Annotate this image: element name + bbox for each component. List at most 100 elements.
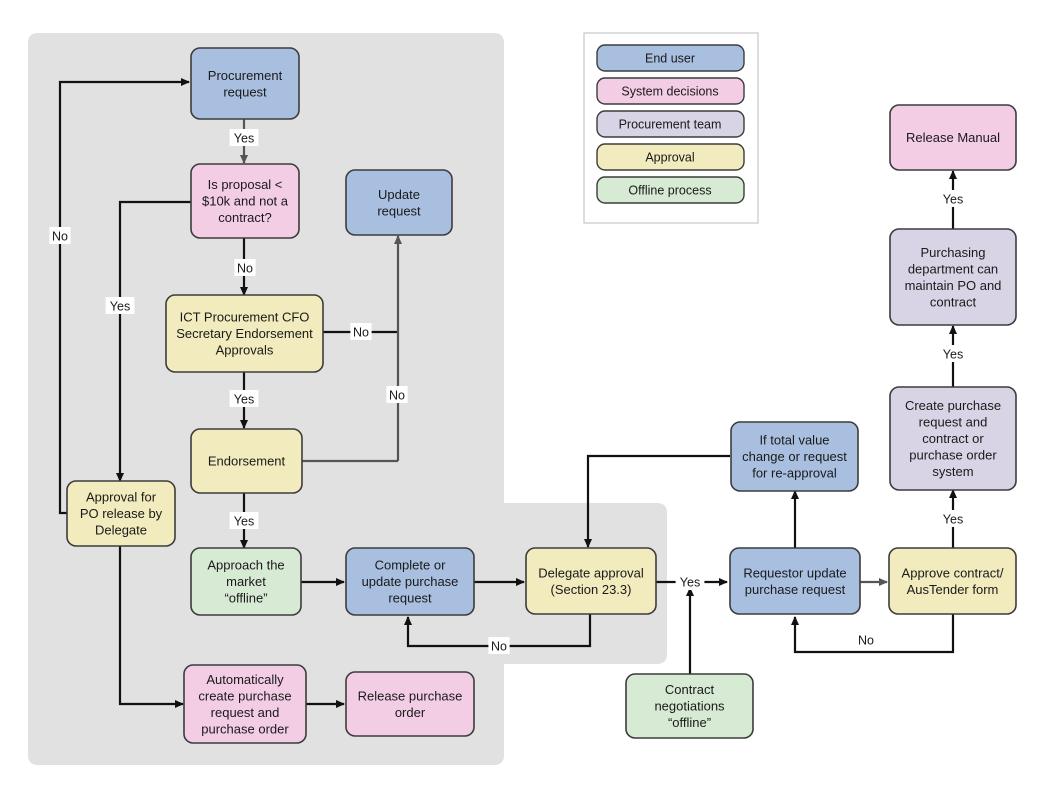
edge-label-bg xyxy=(234,259,256,276)
legend-label: End user xyxy=(645,52,695,66)
edge-po-release-to-request xyxy=(58,78,190,515)
node-label-line: Endorsement xyxy=(208,454,286,469)
edge-label-text: No xyxy=(353,326,369,340)
node-label-line: negotiations xyxy=(654,699,725,714)
node-box xyxy=(888,547,1017,615)
node-label-line: Approvals xyxy=(216,343,274,358)
node-endorsement: Endorsement xyxy=(190,428,303,494)
node-label-line: Automatically xyxy=(206,672,284,687)
edge-label-bg xyxy=(229,512,259,529)
legend-label: Approval xyxy=(645,151,694,165)
node-label-line: for re-approval xyxy=(752,466,837,481)
legend-label: Procurement team xyxy=(619,118,722,132)
edge-label-bg xyxy=(350,323,372,340)
label-po-release-to-request: No xyxy=(49,227,71,244)
node-label-line: Procurement xyxy=(208,68,283,83)
node-box xyxy=(190,428,303,494)
label-ict-to-update: No xyxy=(350,323,372,340)
node-label-line: Secretary Endorsement xyxy=(176,326,313,341)
legend-swatch xyxy=(596,110,745,138)
node-label-line: update purchase xyxy=(362,574,459,589)
legend-swatch xyxy=(596,143,745,171)
edge-label-text: Yes xyxy=(943,193,963,207)
node-label-line: contract or xyxy=(922,431,984,446)
node-box xyxy=(190,47,300,120)
edge-label-bg xyxy=(105,297,135,314)
edge-label-bg xyxy=(229,129,259,146)
node-box xyxy=(889,104,1017,171)
node-label-line: maintain PO and xyxy=(905,278,1002,293)
node-label-line: $10k and not a xyxy=(202,194,289,209)
node-label-line: system xyxy=(932,464,973,479)
node-label-line: Is proposal < xyxy=(208,177,283,192)
legend-label: System decisions xyxy=(621,85,718,99)
edge-label-text: No xyxy=(858,634,874,648)
node-box xyxy=(345,547,475,616)
edge-proposal-to-po-release xyxy=(116,200,191,482)
legend-swatch xyxy=(596,176,745,204)
node-approve-contract: Approve contract/AusTender form xyxy=(888,547,1017,615)
node-contract-negotiations: Contract negotiations“offline” xyxy=(625,673,754,739)
edge-label-text: Yes xyxy=(943,513,963,527)
legend-item-procurement: Procurement team xyxy=(596,110,745,138)
node-label-line: (Section 23.3) xyxy=(551,582,632,597)
node-label-line: request and xyxy=(211,705,280,720)
node-label-line: Delegate approval xyxy=(538,565,644,580)
edge-label-bg xyxy=(938,510,968,527)
edge-label-bg xyxy=(488,637,510,654)
region-left xyxy=(28,33,667,765)
node-box xyxy=(66,480,176,547)
edge-approve-to-requestor xyxy=(791,614,955,654)
label-purchasing-to-manual: Yes xyxy=(938,190,968,207)
label-endorsement-to-market: Yes xyxy=(229,512,259,529)
node-label-line: purchase order xyxy=(201,721,289,736)
node-box xyxy=(165,294,324,373)
edge-label-text: No xyxy=(237,262,253,276)
edge-label-text: No xyxy=(491,640,507,654)
node-box xyxy=(889,386,1017,491)
edge-label-text: Yes xyxy=(234,393,254,407)
label-approve-to-requestor: No xyxy=(858,634,874,648)
label-request-to-proposal: Yes xyxy=(229,129,259,146)
node-label-line: contract xyxy=(930,294,977,309)
node-label-line: Contract xyxy=(665,682,715,697)
node-label-line: change or request xyxy=(742,449,847,464)
edge-label-text: No xyxy=(389,389,405,403)
node-label-line: order xyxy=(395,705,426,720)
node-label-line: Purchasing xyxy=(920,245,985,260)
node-box xyxy=(730,421,859,492)
node-label-line: “offline” xyxy=(668,715,711,730)
node-label-line: “offline” xyxy=(224,591,267,606)
node-label-line: Approach the xyxy=(207,558,284,573)
edge-label-text: No xyxy=(52,230,68,244)
legend-swatch xyxy=(596,77,745,105)
node-label-line: request xyxy=(223,84,267,99)
node-label-line: create purchase xyxy=(198,688,291,703)
node-label-line: department can xyxy=(908,261,998,276)
node-box xyxy=(525,547,657,615)
node-label-line: purchase request xyxy=(745,582,846,597)
edge-label-text: Yes xyxy=(234,132,254,146)
legend-item-end-user: End user xyxy=(596,44,745,72)
edge-po-release-to-auto xyxy=(118,546,184,708)
edge-label-text: Yes xyxy=(680,576,700,590)
label-delegate-to-requestor: Yes xyxy=(675,573,705,590)
node-box xyxy=(190,163,300,239)
node-label-line: Delegate xyxy=(95,523,147,538)
label-approve-to-create: Yes xyxy=(938,510,968,527)
node-label-line: Complete or xyxy=(375,558,446,573)
node-label-line: ICT Procurement CFO xyxy=(180,310,310,325)
node-box xyxy=(345,169,453,236)
label-endorsement-to-update: No xyxy=(386,386,408,403)
edge-label-bg xyxy=(938,345,968,362)
node-label-line: market xyxy=(226,574,266,589)
node-box xyxy=(345,671,475,737)
node-label-line: request and xyxy=(919,415,988,430)
